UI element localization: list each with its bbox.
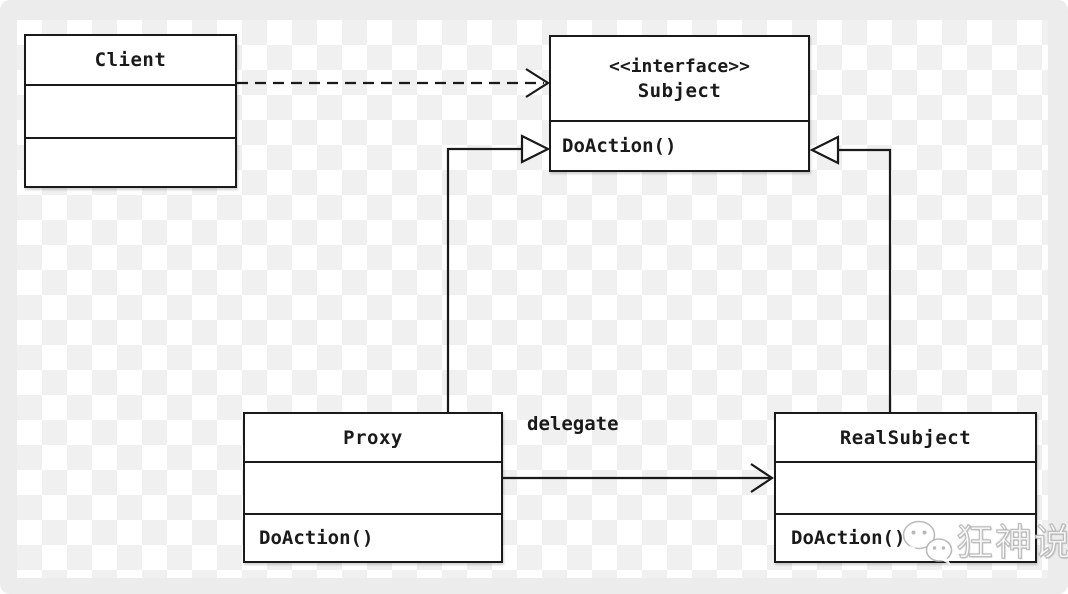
realsubject-methods-compartment: DoAction() bbox=[776, 515, 1035, 561]
class-box-subject: <<interface>> Subject DoAction() bbox=[549, 35, 810, 172]
watermark: 狂神说 bbox=[898, 516, 1068, 568]
wechat-icon bbox=[902, 520, 953, 565]
subject-method-doaction: DoAction() bbox=[562, 135, 677, 157]
proxy-attributes-compartment bbox=[245, 463, 501, 515]
client-class-name: Client bbox=[94, 49, 167, 71]
client-name-compartment: Client bbox=[26, 36, 235, 86]
subject-class-name: Subject bbox=[637, 79, 722, 102]
subject-stereotype: <<interface>> bbox=[609, 55, 750, 77]
watermark-text: 狂神说 bbox=[955, 520, 1068, 564]
realsubject-method-doaction: DoAction() bbox=[791, 527, 906, 549]
realsubject-class-name: RealSubject bbox=[839, 426, 972, 449]
client-attributes-compartment bbox=[26, 86, 235, 139]
proxy-methods-compartment: DoAction() bbox=[245, 515, 501, 561]
realsubject-attributes-compartment bbox=[776, 463, 1035, 515]
proxy-name-compartment: Proxy bbox=[245, 414, 501, 463]
proxy-class-name: Proxy bbox=[343, 426, 403, 449]
delegate-edge-label: delegate bbox=[527, 413, 619, 435]
class-box-proxy: Proxy DoAction() bbox=[243, 412, 503, 563]
subject-name-compartment: <<interface>> Subject bbox=[551, 37, 808, 122]
subject-methods-compartment: DoAction() bbox=[551, 122, 808, 170]
client-methods-compartment bbox=[26, 139, 235, 186]
class-box-client: Client bbox=[24, 34, 237, 188]
proxy-method-doaction: DoAction() bbox=[259, 527, 374, 549]
realsubject-name-compartment: RealSubject bbox=[776, 414, 1035, 463]
